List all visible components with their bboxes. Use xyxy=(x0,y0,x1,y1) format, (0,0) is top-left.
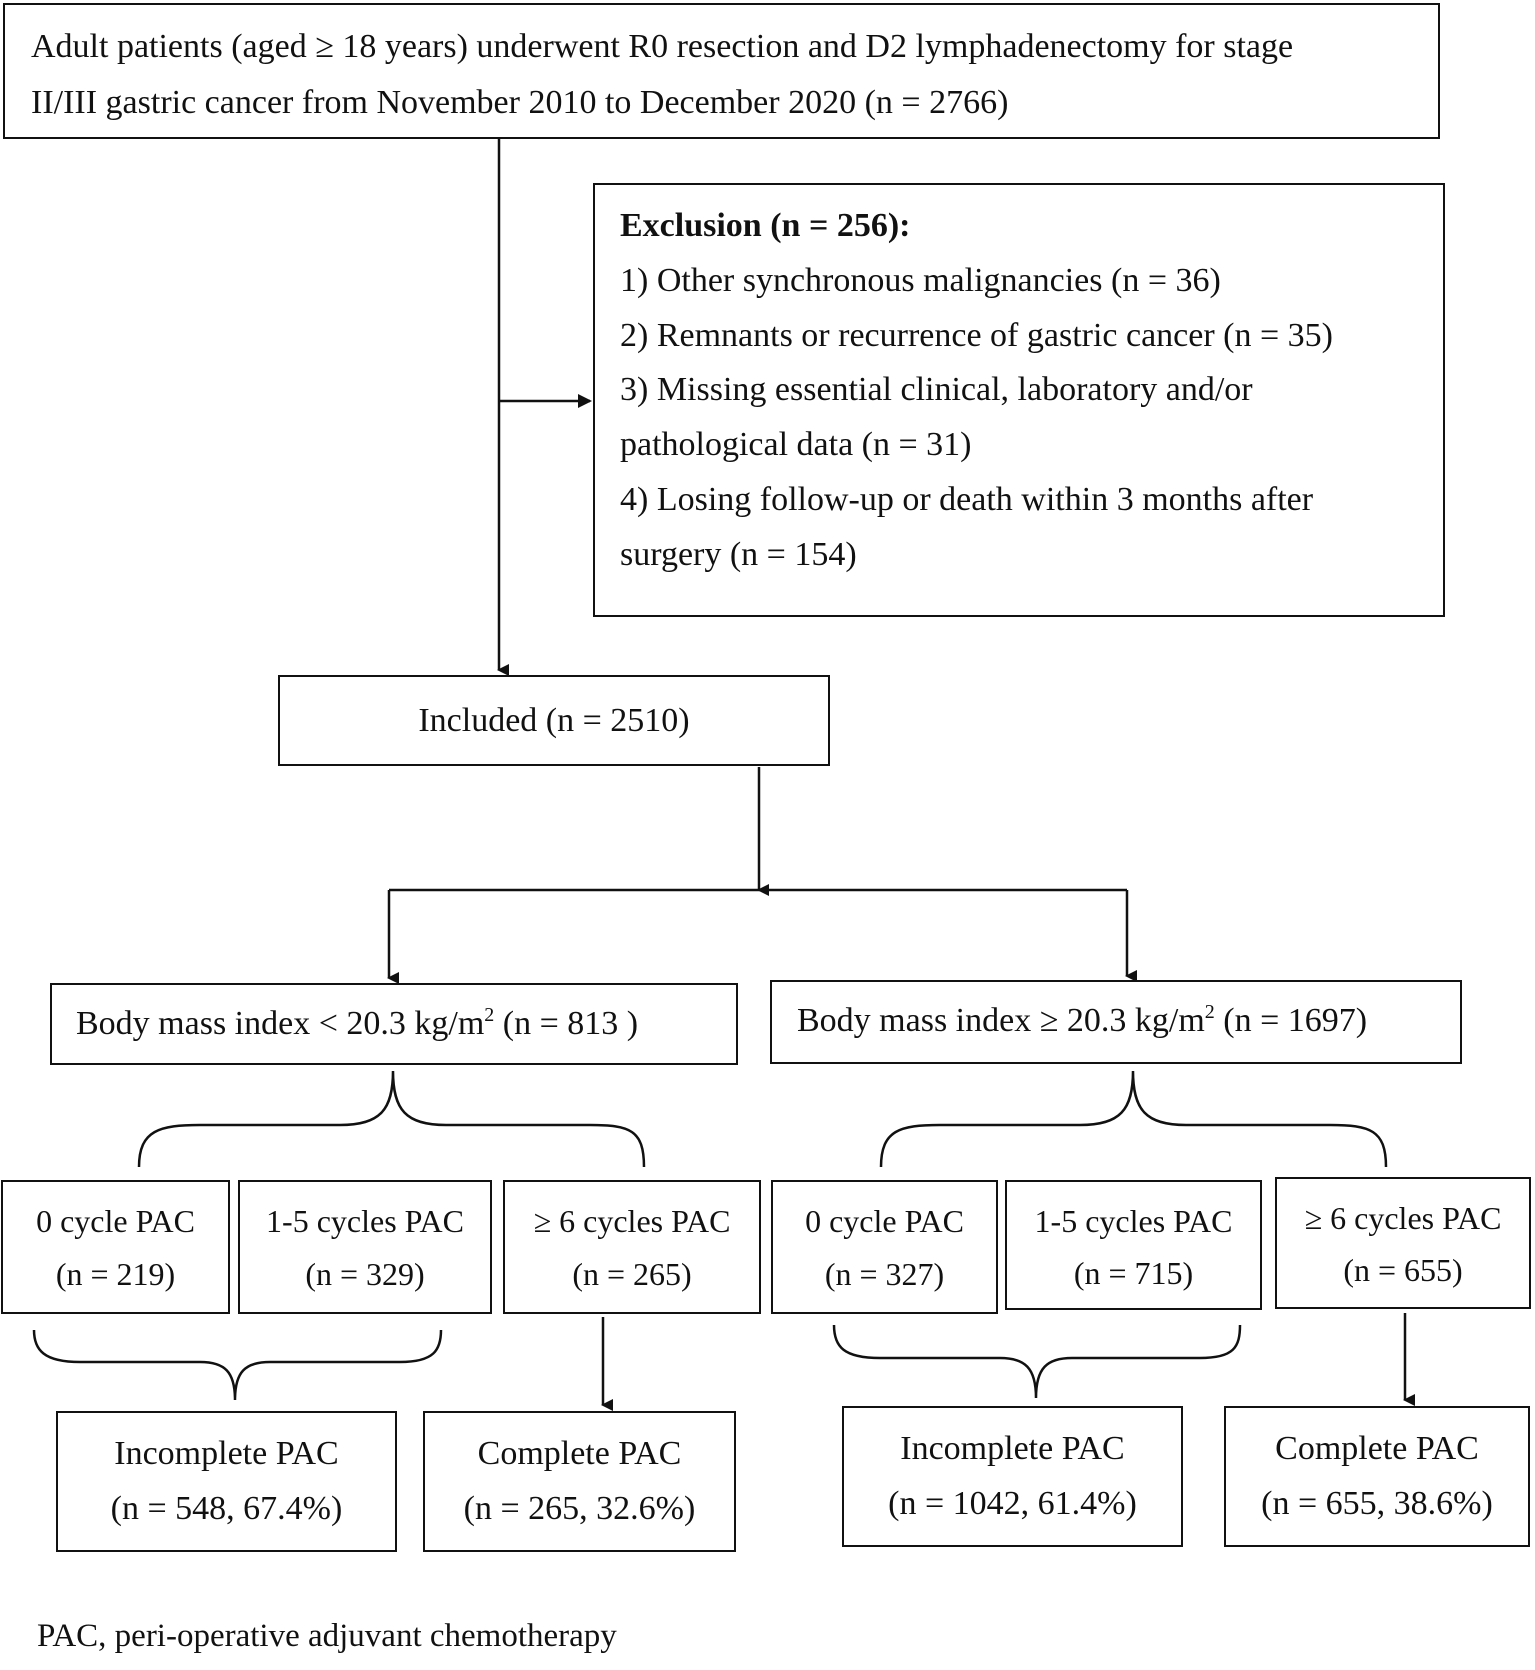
outcome-count: (n = 1042, 61.4%) xyxy=(888,1485,1137,1522)
footnote: PAC, peri-operative adjuvant chemotherap… xyxy=(37,1618,617,1654)
bmi-high-sup: 2 xyxy=(1204,1001,1215,1023)
included-box: Included (n = 2510) xyxy=(278,675,830,766)
bmi-low-label: Body mass index < 20.3 kg/m2 (n = 813 ) xyxy=(76,1004,639,1042)
bmi-low-suffix: (n = 813 ) xyxy=(494,1005,639,1042)
brace-bmi-high xyxy=(879,1070,1388,1168)
bmi-high-box: Body mass index ≥ 20.3 kg/m2 (n = 1697) xyxy=(770,980,1462,1064)
group-label: 0 cycle PAC xyxy=(36,1203,195,1239)
eligible-line-1: Adult patients (aged ≥ 18 years) underwe… xyxy=(31,28,1294,65)
group-count: (n = 265) xyxy=(572,1256,692,1292)
bmi-low-sup: 2 xyxy=(484,1004,495,1026)
eligible-patients-box: Adult patients (aged ≥ 18 years) underwe… xyxy=(3,3,1440,139)
group-box-high-0-cycle: 0 cycle PAC (n = 327) xyxy=(771,1180,998,1314)
group-label: 1-5 cycles PAC xyxy=(266,1203,464,1239)
exclusion-title: Exclusion (n = 256): xyxy=(620,207,911,244)
exclusion-line-6: surgery (n = 154) xyxy=(620,536,857,573)
exclusion-line-4: pathological data (n = 31) xyxy=(620,426,972,463)
outcome-count: (n = 548, 67.4%) xyxy=(110,1490,343,1527)
group-count: (n = 329) xyxy=(305,1256,425,1292)
outcome-box-low-incomplete: Incomplete PAC (n = 548, 67.4%) xyxy=(56,1411,397,1552)
group-box-low-0-cycle: 0 cycle PAC (n = 219) xyxy=(1,1180,230,1314)
outcome-label: Incomplete PAC xyxy=(114,1435,339,1472)
exclusion-line-5: 4) Losing follow-up or death within 3 mo… xyxy=(620,481,1314,518)
outcome-box-high-incomplete: Incomplete PAC (n = 1042, 61.4%) xyxy=(842,1406,1183,1547)
group-count: (n = 715) xyxy=(1073,1255,1194,1291)
included-label: Included (n = 2510) xyxy=(418,702,690,739)
exclusion-line-3: 3) Missing essential clinical, laborator… xyxy=(620,371,1253,408)
bmi-high-label: Body mass index ≥ 20.3 kg/m2 (n = 1697) xyxy=(797,1001,1368,1039)
outcome-label: Complete PAC xyxy=(1275,1430,1479,1467)
outcome-count: (n = 655, 38.6%) xyxy=(1261,1485,1493,1522)
outcome-box-high-complete: Complete PAC (n = 655, 38.6%) xyxy=(1224,1406,1530,1547)
group-label: 1-5 cycles PAC xyxy=(1034,1203,1233,1239)
brace-bmi-low xyxy=(137,1070,646,1168)
group-box-low-6-cycles: ≥ 6 cycles PAC (n = 265) xyxy=(503,1180,761,1314)
exclusion-box: Exclusion (n = 256): 1) Other synchronou… xyxy=(593,183,1445,617)
outcome-label: Complete PAC xyxy=(477,1435,682,1472)
group-box-low-1-5-cycles: 1-5 cycles PAC (n = 329) xyxy=(238,1180,492,1314)
bmi-low-box: Body mass index < 20.3 kg/m2 (n = 813 ) xyxy=(50,983,738,1065)
outcome-label: Incomplete PAC xyxy=(900,1430,1125,1467)
group-label: ≥ 6 cycles PAC xyxy=(1304,1200,1502,1236)
brace-incomplete-right xyxy=(832,1324,1242,1399)
group-count: (n = 655) xyxy=(1343,1252,1463,1288)
eligible-line-2: II/III gastric cancer from November 2010… xyxy=(31,84,1009,121)
group-box-high-6-cycles: ≥ 6 cycles PAC (n = 655) xyxy=(1275,1177,1531,1309)
bmi-high-suffix: (n = 1697) xyxy=(1214,1002,1368,1039)
outcome-count: (n = 265, 32.6%) xyxy=(463,1490,696,1527)
exclusion-line-1: 1) Other synchronous malignancies (n = 3… xyxy=(620,262,1221,299)
group-box-high-1-5-cycles: 1-5 cycles PAC (n = 715) xyxy=(1005,1180,1262,1310)
group-label: 0 cycle PAC xyxy=(805,1203,964,1239)
group-count: (n = 327) xyxy=(824,1256,945,1292)
exclusion-line-2: 2) Remnants or recurrence of gastric can… xyxy=(620,317,1334,354)
bmi-high-prefix: Body mass index ≥ 20.3 kg/m xyxy=(797,1002,1205,1039)
group-count: (n = 219) xyxy=(55,1256,176,1292)
group-label: ≥ 6 cycles PAC xyxy=(533,1203,731,1239)
brace-incomplete-left xyxy=(32,1329,443,1401)
outcome-box-low-complete: Complete PAC (n = 265, 32.6%) xyxy=(423,1411,736,1552)
bmi-low-prefix: Body mass index < 20.3 kg/m xyxy=(76,1005,485,1042)
